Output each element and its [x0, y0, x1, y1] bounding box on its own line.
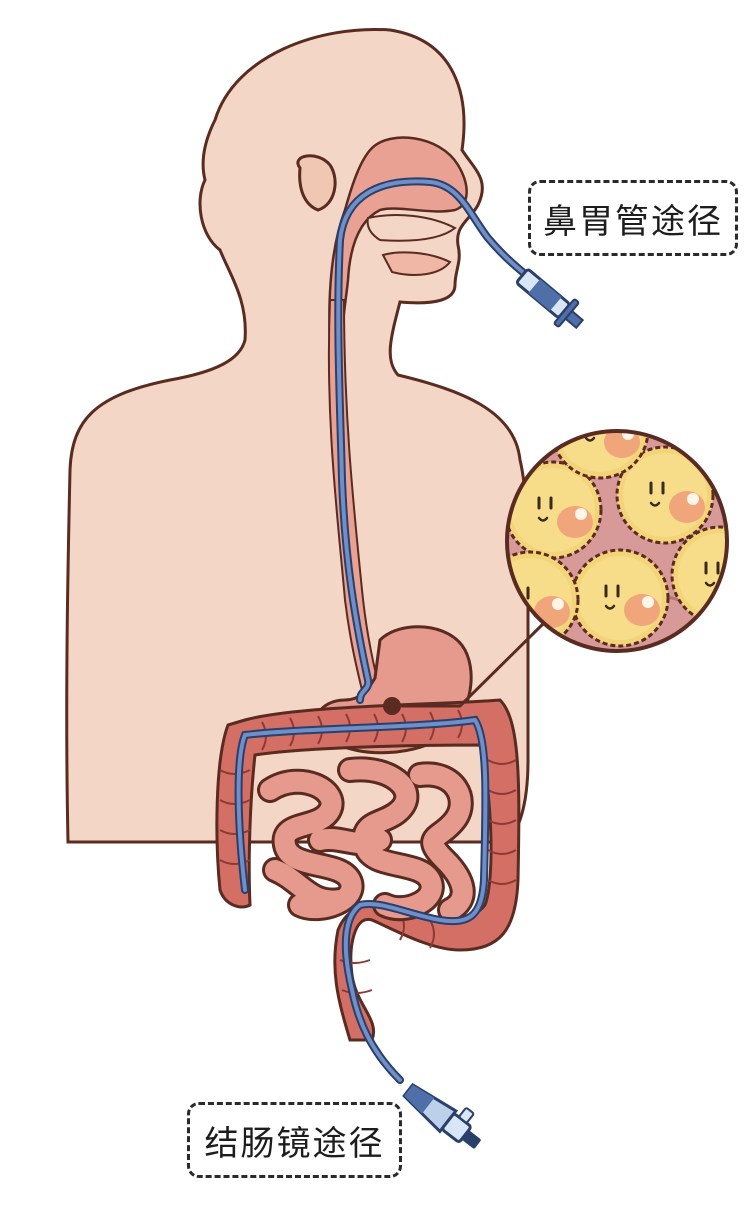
syringe-icon — [515, 268, 585, 330]
nasogastric-route-label: 鼻胃管途径 — [528, 180, 738, 256]
catheter-icon — [402, 1082, 481, 1149]
colonoscopy-tube — [234, 715, 490, 1084]
microbe-icon — [570, 548, 670, 648]
magnifier-pointer — [383, 620, 547, 715]
colonoscopy-route-label: 结肠镜途径 — [187, 1102, 402, 1178]
microbe-icon — [670, 525, 727, 625]
microbe-icon — [550, 431, 650, 480]
nasogastric-tube — [334, 177, 534, 704]
ear — [296, 154, 337, 212]
microbiota-magnifier — [505, 429, 729, 653]
small-intestine — [257, 756, 476, 923]
